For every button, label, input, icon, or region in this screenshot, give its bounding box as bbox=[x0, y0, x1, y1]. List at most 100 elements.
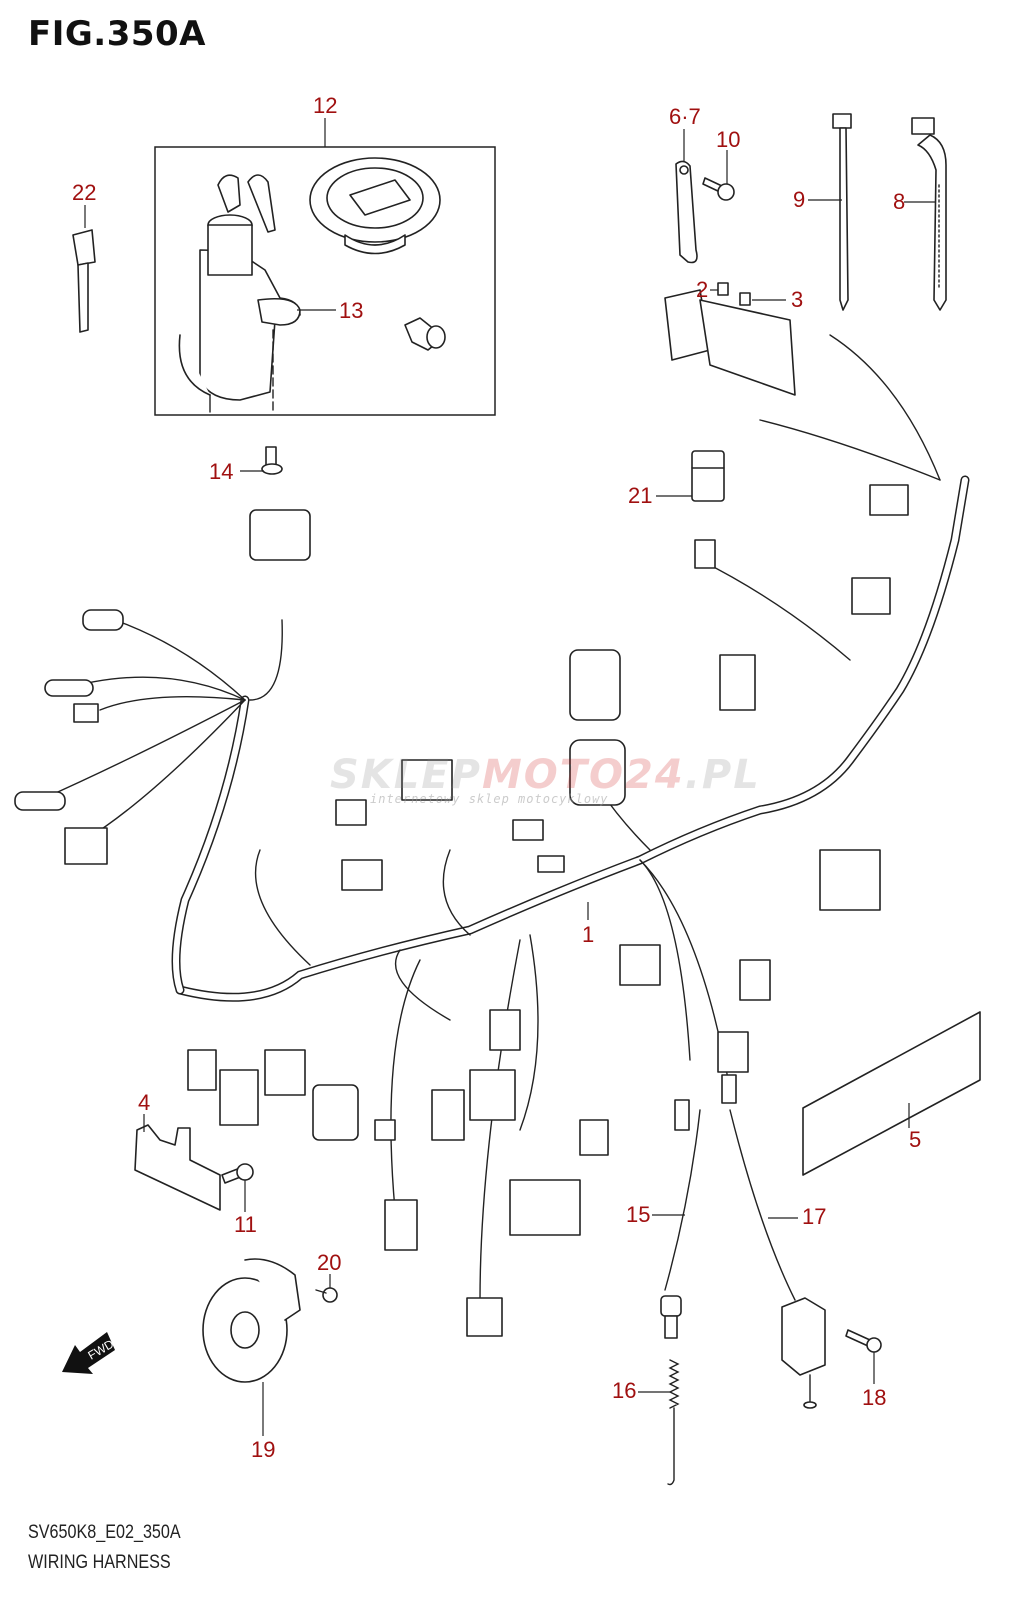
connector[interactable] bbox=[569, 649, 621, 721]
clamp[interactable] bbox=[675, 160, 698, 264]
cable-tie[interactable] bbox=[832, 113, 852, 311]
callout-9[interactable]: 9 bbox=[793, 187, 842, 212]
spring[interactable] bbox=[667, 1359, 680, 1486]
connector[interactable] bbox=[341, 859, 383, 891]
connector[interactable] bbox=[512, 819, 544, 841]
connector[interactable] bbox=[335, 799, 367, 826]
bracket[interactable] bbox=[134, 1124, 221, 1211]
svg-text:9: 9 bbox=[793, 187, 805, 212]
horn-bolt[interactable] bbox=[315, 1287, 338, 1303]
callout-21[interactable]: 21 bbox=[628, 483, 692, 508]
connector[interactable] bbox=[466, 1297, 503, 1337]
connector[interactable] bbox=[374, 1119, 396, 1141]
clamp-bolt[interactable] bbox=[702, 177, 735, 201]
connector[interactable] bbox=[469, 1069, 516, 1121]
connector[interactable] bbox=[674, 1099, 690, 1131]
connector[interactable] bbox=[739, 959, 771, 1001]
key-blank[interactable] bbox=[72, 229, 96, 333]
svg-text:12: 12 bbox=[313, 93, 337, 118]
horn[interactable] bbox=[202, 1258, 301, 1383]
switch-bolt[interactable] bbox=[845, 1329, 882, 1353]
callout-12[interactable]: 12 bbox=[313, 93, 337, 147]
connector[interactable] bbox=[264, 1049, 306, 1096]
callout-5[interactable]: 5 bbox=[908, 1103, 921, 1152]
cable-tie-large[interactable] bbox=[911, 117, 947, 311]
relay[interactable] bbox=[691, 450, 725, 502]
connector[interactable] bbox=[717, 1031, 749, 1073]
connector[interactable] bbox=[44, 679, 94, 697]
side-stand-switch[interactable] bbox=[781, 1297, 826, 1409]
connector[interactable] bbox=[73, 703, 99, 723]
connector[interactable] bbox=[694, 539, 716, 569]
connector[interactable] bbox=[619, 944, 661, 986]
connector[interactable] bbox=[82, 609, 124, 631]
svg-text:15: 15 bbox=[626, 1202, 650, 1227]
fuse-box[interactable] bbox=[664, 289, 796, 396]
callout-15[interactable]: 15 bbox=[626, 1202, 685, 1227]
callout-2[interactable]: 2 bbox=[696, 277, 718, 302]
neutral-switch[interactable] bbox=[660, 1295, 682, 1339]
callout-17[interactable]: 17 bbox=[768, 1204, 826, 1229]
svg-text:8: 8 bbox=[893, 189, 905, 214]
ignition-switch[interactable] bbox=[178, 174, 301, 413]
connector[interactable] bbox=[14, 791, 66, 811]
ignition-screw[interactable] bbox=[261, 446, 283, 475]
fuel-cap[interactable] bbox=[309, 157, 441, 255]
wiring-harness[interactable] bbox=[39, 334, 970, 1301]
svg-text:3: 3 bbox=[791, 287, 803, 312]
callout-1[interactable]: 1 bbox=[582, 902, 594, 947]
callout-18[interactable]: 18 bbox=[862, 1352, 886, 1410]
callout-13[interactable]: 13 bbox=[297, 298, 363, 323]
callout-16[interactable]: 16 bbox=[612, 1378, 670, 1403]
fuse-a[interactable] bbox=[717, 282, 729, 296]
callout-22[interactable]: 22 bbox=[72, 180, 96, 228]
callout-14[interactable]: 14 bbox=[209, 459, 264, 484]
callout-8[interactable]: 8 bbox=[893, 189, 936, 214]
connector[interactable] bbox=[537, 855, 565, 873]
connector[interactable] bbox=[401, 759, 453, 801]
svg-text:5: 5 bbox=[909, 1127, 921, 1152]
svg-text:1: 1 bbox=[582, 922, 594, 947]
connector[interactable] bbox=[719, 654, 756, 711]
connector[interactable] bbox=[431, 1089, 465, 1141]
connector[interactable] bbox=[384, 1199, 418, 1251]
callout-3[interactable]: 3 bbox=[752, 287, 803, 312]
key-cylinder[interactable] bbox=[404, 317, 446, 351]
connector[interactable] bbox=[819, 849, 881, 911]
callout-11[interactable]: 11 bbox=[234, 1180, 257, 1237]
connector[interactable] bbox=[219, 1069, 259, 1126]
callout-20[interactable]: 20 bbox=[317, 1250, 341, 1288]
connector[interactable] bbox=[64, 827, 108, 865]
connector[interactable] bbox=[509, 1179, 581, 1236]
connector[interactable] bbox=[869, 484, 909, 516]
svg-text:20: 20 bbox=[317, 1250, 341, 1275]
watermark-subtitle: internetowy sklep motocyklowy bbox=[370, 792, 609, 806]
svg-text:2: 2 bbox=[696, 277, 708, 302]
svg-text:18: 18 bbox=[862, 1385, 886, 1410]
callout-10[interactable]: 10 bbox=[716, 127, 740, 184]
svg-text:6·7: 6·7 bbox=[669, 104, 701, 129]
figure-name: WIRING HARNESS bbox=[28, 1552, 171, 1573]
callout-4[interactable]: 4 bbox=[138, 1090, 150, 1132]
connector[interactable] bbox=[569, 739, 626, 806]
bracket-bolt[interactable] bbox=[221, 1163, 254, 1184]
svg-text:19: 19 bbox=[251, 1437, 275, 1462]
label-plate[interactable] bbox=[802, 1011, 981, 1176]
connector[interactable] bbox=[187, 1049, 217, 1091]
connector[interactable] bbox=[721, 1074, 737, 1104]
connector[interactable] bbox=[312, 1084, 359, 1141]
fuse-b[interactable] bbox=[739, 292, 751, 306]
connector[interactable] bbox=[249, 509, 311, 561]
callout-6-7[interactable]: 6·7 bbox=[669, 104, 701, 162]
figure-title: FIG.350A bbox=[28, 14, 206, 54]
figure-code: SV650K8_E02_350A bbox=[28, 1522, 181, 1543]
svg-text:10: 10 bbox=[716, 127, 740, 152]
forward-arrow-icon: FWD bbox=[62, 1332, 116, 1374]
connector[interactable] bbox=[851, 577, 891, 615]
callout-19[interactable]: 19 bbox=[251, 1382, 275, 1462]
svg-text:21: 21 bbox=[628, 483, 652, 508]
connector[interactable] bbox=[579, 1119, 609, 1156]
connector[interactable] bbox=[489, 1009, 521, 1051]
svg-text:17: 17 bbox=[802, 1204, 826, 1229]
svg-text:11: 11 bbox=[234, 1212, 257, 1237]
